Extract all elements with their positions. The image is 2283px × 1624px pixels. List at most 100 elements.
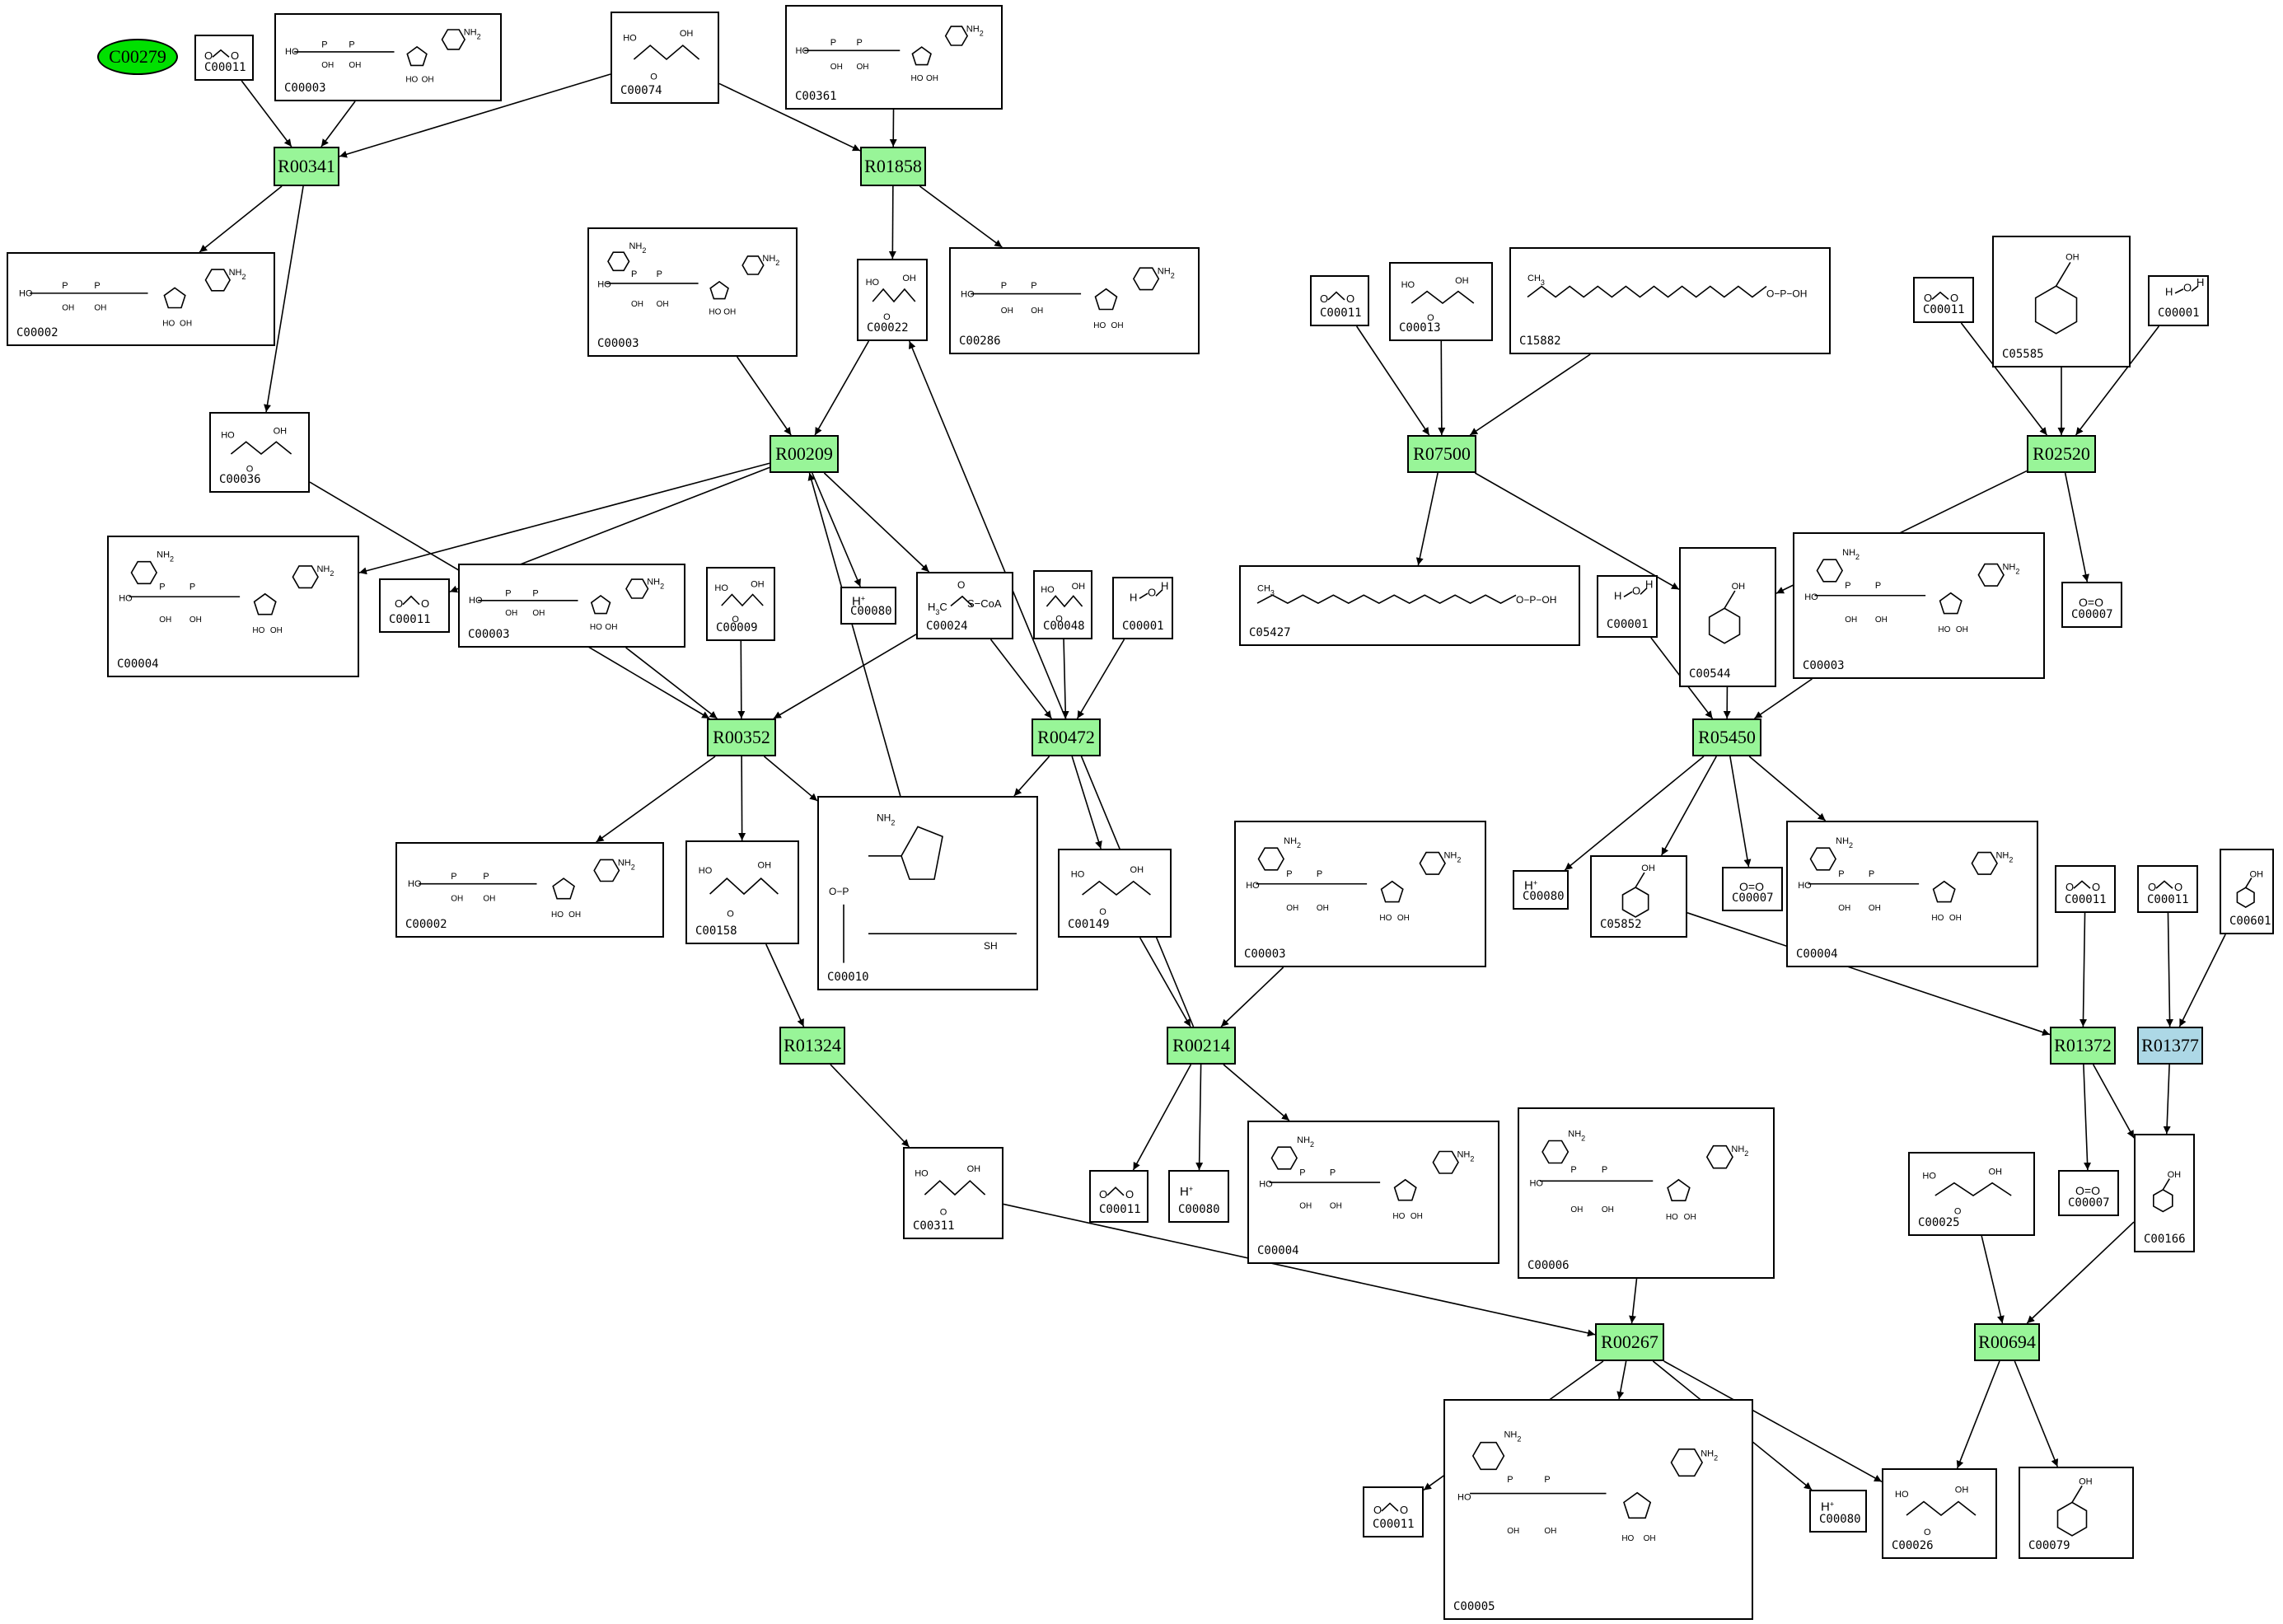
svg-text:P: P [62,281,68,291]
svg-text:OH: OH [270,626,283,635]
molecule-structure: O=O [2079,596,2103,609]
reaction-node-r01372[interactable]: R01372 [2050,1027,2116,1065]
reaction-node-r01324[interactable]: R01324 [779,1027,845,1065]
compound-id-label: C00026 [1892,1539,1934,1552]
molecule-structure: H+ [1524,879,1537,893]
compound-id-label: C00011 [1099,1203,1141,1216]
svg-text:O: O [650,73,657,82]
reaction-node-r00352[interactable]: R00352 [707,718,776,756]
reaction-node-r07500[interactable]: R07500 [1407,435,1476,473]
svg-text:OH: OH [62,303,74,312]
reaction-node-r00267[interactable]: R00267 [1595,1323,1664,1361]
highlighted-compound-node[interactable]: C00279 [97,39,178,75]
reaction-node-r00694[interactable]: R00694 [1974,1323,2040,1361]
edge-r00352-to-c31 [763,756,818,802]
svg-text:P: P [1001,281,1007,291]
reaction-node-r00214[interactable]: R00214 [1167,1027,1236,1065]
compound-node-c00080[interactable]: H+C00080 [1809,1490,1867,1533]
svg-text:O: O [1099,907,1106,917]
edge-c12-to-r07500 [1469,353,1591,436]
compound-node-c00080[interactable]: H+C00080 [1168,1170,1229,1223]
reaction-node-r00472[interactable]: R00472 [1032,718,1101,756]
reaction-node-r01377[interactable]: R01377 [2137,1027,2203,1065]
compound-node-c00080[interactable]: H+C00080 [1513,870,1569,910]
svg-text:H3C: H3C [928,601,947,616]
edge-r01372-to-c48 [2093,1064,2135,1139]
compound-id-label: C00006 [1527,1259,1570,1272]
svg-text:OH: OH [723,307,736,316]
svg-text:HO: HO [623,34,637,44]
reaction-node-r00341[interactable]: R00341 [274,147,339,186]
compound-id-label: C00080 [1178,1203,1220,1216]
reaction-node-r05450[interactable]: R05450 [1692,718,1761,756]
reaction-node-r00209[interactable]: R00209 [770,435,839,473]
svg-text:OH: OH [1602,1205,1614,1214]
svg-text:O: O [421,597,429,610]
reaction-node-r02520[interactable]: R02520 [2027,435,2096,473]
svg-text:HO: HO [1093,321,1106,330]
svg-text:OH: OH [1286,904,1298,913]
edge-c40-to-r01377 [2178,934,2226,1027]
svg-text:OH: OH [159,615,171,625]
svg-text:OH: OH [926,74,938,83]
reaction-node-r01858[interactable]: R01858 [860,147,926,186]
svg-text:P: P [856,38,862,48]
svg-text:OH: OH [1031,307,1043,316]
compound-node-c00080[interactable]: H+C00080 [840,587,896,625]
svg-text:H: H [1614,589,1621,601]
